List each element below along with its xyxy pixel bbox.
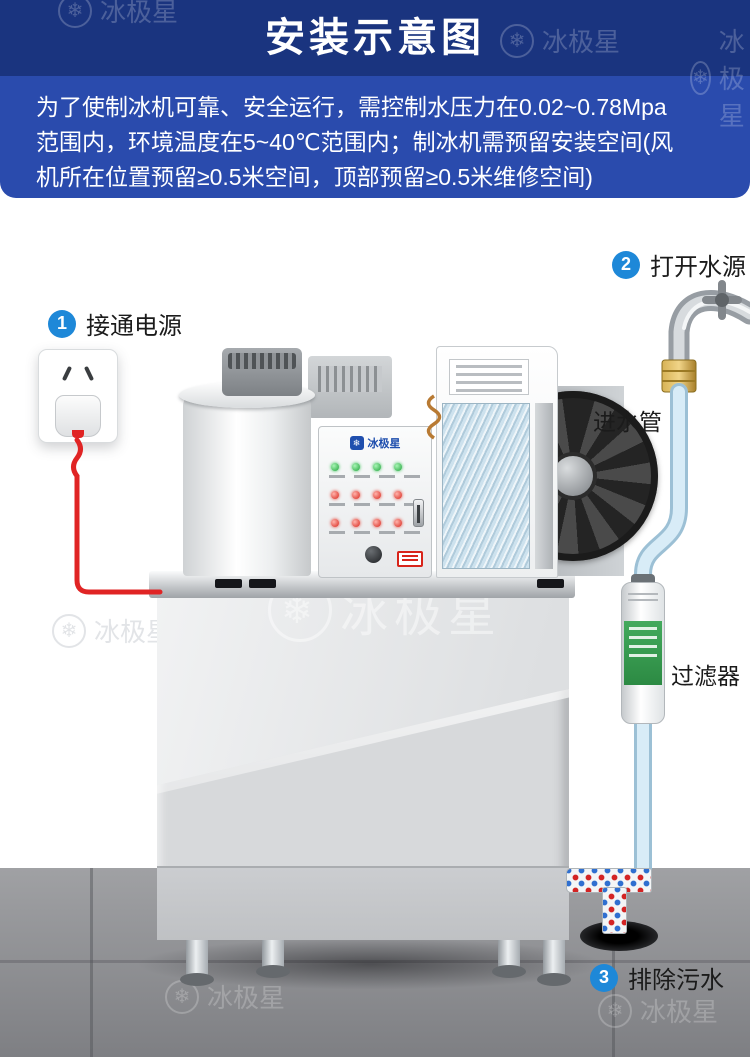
red-led [331,519,339,527]
control-knob [365,546,382,563]
power-cord [71,437,163,595]
rim-latch [215,579,242,588]
motor-fins [228,353,296,369]
red-led [331,491,339,499]
machine-leg [256,931,290,978]
floor-seam [90,868,93,1057]
faucet [661,280,750,393]
step-2-open-water: 2 打开水源 [612,247,746,282]
water-filter [621,582,665,724]
indicator-led-row [331,491,402,499]
floor-seam [612,868,615,1057]
drain-hose-horizontal [566,868,652,893]
brass-fitting [661,359,697,393]
bin-kick-panel [157,866,569,940]
fan-hub [553,456,593,496]
snowflake-logo-icon: ❄ [52,613,86,648]
vent-grille [318,366,382,392]
condenser-label-sticker [449,359,529,395]
red-led [394,491,402,499]
panel-brand: ❄ 冰极星 [319,435,431,451]
indicator-led-row [331,463,402,471]
step-label: 打开水源 [650,254,746,281]
control-panel: ❄ 冰极星 [318,426,432,578]
step-1-connect-power: 1 接通电源 [48,306,182,341]
brand-watermark: ❄ 冰极星 [52,612,172,649]
rim-latch [249,579,276,588]
header-banner: 安装示意图 为了使制冰机可靠、安全运行，需控制水压力在0.02~0.78Mpa … [0,0,750,198]
step-number-badge: 1 [48,309,76,338]
drain-hose-vertical [602,887,627,934]
panel-brand-logo-icon: ❄ [349,436,364,450]
filter-text-lines [628,593,658,605]
compressor-box [308,356,392,418]
inlet-pipe-annotation: 进水管 [593,409,662,435]
red-led [394,519,402,527]
red-led [352,519,360,527]
step-label: 排除污水 [628,967,724,994]
indicator-led-row [331,519,402,527]
outlet-slot [61,365,73,382]
gear-motor [222,348,302,396]
machine-leg [492,931,526,978]
green-led [394,463,402,471]
led-caption-row [329,503,420,506]
machine-leg [537,933,571,986]
green-led [331,463,339,471]
header-title-band [0,0,750,76]
green-led [352,463,360,471]
green-led [373,463,381,471]
note-line: 为了使制冰机可靠、安全运行，需控制水压力在0.02~0.78Mpa [36,94,667,120]
condenser-unit [436,346,558,578]
step-label: 接通电源 [86,313,182,340]
power-toggle-switch [413,499,424,527]
rim-latch [537,579,564,588]
step-3-drain-waste: 3 排除污水 [590,960,724,995]
led-caption-row [329,531,420,534]
filter-annotation: 过滤器 [671,663,740,689]
red-led [373,519,381,527]
step-number-badge: 3 [590,963,618,992]
ice-storage-bin [157,596,569,940]
note-line: 范围内，环境温度在5~40℃范围内；制冰机需预留安装空间(风 [36,129,674,155]
condenser-coil [442,403,530,569]
power-outlet [38,349,118,443]
panel-brand-text: 冰极星 [367,438,401,450]
step-number-badge: 2 [612,250,640,279]
evaporator-drum [179,382,315,576]
red-led [352,491,360,499]
machine-leg [180,933,214,986]
led-caption-row [329,475,420,478]
faucet-handle [702,280,742,320]
installation-notes: 为了使制冰机可靠、安全运行，需控制水压力在0.02~0.78Mpa 范围内，环境… [36,90,714,195]
page-title: 安装示意图 [265,16,485,60]
machine-floor-shadow [135,938,605,990]
filter-green-label [624,621,662,685]
red-led [373,491,381,499]
power-plug [55,395,101,437]
condenser-side-panel [535,403,553,569]
warning-sticker [397,551,423,567]
note-line: 机所在位置预留≥0.5米空间，顶部预留≥0.5米维修空间) [36,164,593,190]
outlet-slot [83,365,95,382]
